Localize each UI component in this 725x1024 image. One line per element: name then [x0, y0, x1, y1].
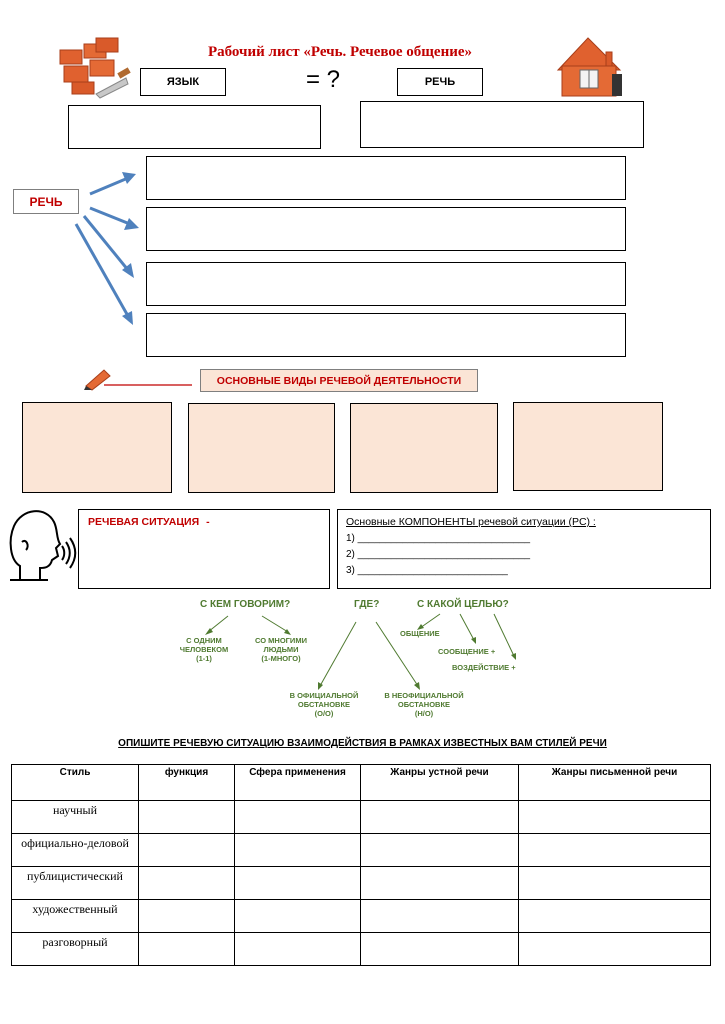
column-header-sphere: Сфера применения: [234, 764, 361, 801]
component-line-3: 3) ___________________________: [346, 565, 508, 576]
table-row: официально-деловой: [11, 833, 711, 867]
component-line-1: 1) _______________________________: [346, 533, 531, 544]
speech-feature-box-4[interactable]: [146, 313, 626, 357]
answer-cell[interactable]: [518, 899, 711, 933]
column-header-function: функция: [138, 764, 235, 801]
table-row: разговорный: [11, 932, 711, 966]
answer-cell[interactable]: [518, 932, 711, 966]
question-who: С КЕМ ГОВОРИМ?: [200, 599, 291, 610]
question-purpose: С КАКОЙ ЦЕЛЬЮ?: [417, 599, 509, 610]
column-header-oral-genres: Жанры устной речи: [360, 764, 519, 801]
table-row: художественный: [11, 899, 711, 933]
unofficial-line-2: ОБСТАНОВКЕ: [397, 700, 451, 709]
column-header-written-genres: Жанры письменной речи: [518, 764, 711, 801]
influence-node: ВОЗДЕЙСТВИЕ +: [452, 663, 516, 672]
style-name-cell: официально-деловой: [11, 833, 139, 867]
style-name-cell: публицистический: [11, 866, 139, 900]
many-people-node: СО МНОГИМИ ЛЮДЬМИ (1-МНОГО): [246, 636, 316, 663]
unofficial-node: В НЕОФИЦИАЛЬНОЙ ОБСТАНОВКЕ (Н/О): [374, 691, 474, 718]
house-icon: [556, 37, 622, 97]
language-answer-box[interactable]: [68, 105, 321, 149]
language-label: ЯЗЫК: [140, 68, 226, 96]
answer-cell[interactable]: [360, 932, 519, 966]
column-header-style: Стиль: [11, 764, 139, 801]
answer-cell[interactable]: [234, 800, 361, 834]
official-node: В ОФИЦИАЛЬНОЙ ОБСТАНОВКЕ (О/О): [282, 691, 366, 718]
activity-box-3[interactable]: [350, 403, 498, 493]
components-box[interactable]: [337, 509, 711, 589]
message-node: СООБЩЕНИЕ +: [438, 647, 496, 656]
component-line-2: 2) _______________________________: [346, 549, 531, 560]
style-name-cell: художественный: [11, 899, 139, 933]
many-people-line-1: СО МНОГИМИ: [255, 636, 307, 645]
unofficial-line-3: (Н/О): [414, 709, 434, 718]
speech-situation-text: РЕЧЕВАЯ СИТУАЦИЯ: [88, 516, 200, 528]
equals-question: = ?: [306, 66, 341, 93]
style-name-cell: научный: [11, 800, 139, 834]
answer-cell[interactable]: [138, 899, 235, 933]
official-line-3: (О/О): [314, 709, 334, 718]
table-row: публицистический: [11, 866, 711, 900]
components-title: Основные КОМПОНЕНТЫ речевой ситуации (РС…: [346, 516, 596, 528]
speech-feature-box-2[interactable]: [146, 207, 626, 251]
answer-cell[interactable]: [234, 932, 361, 966]
question-where: ГДЕ?: [354, 599, 380, 610]
answer-cell[interactable]: [360, 866, 519, 900]
many-people-line-2: ЛЮДЬМИ: [263, 645, 299, 654]
answer-cell[interactable]: [234, 899, 361, 933]
speech-label-top: РЕЧЬ: [397, 68, 483, 96]
pencil-icon: [84, 369, 192, 391]
table-row: научный: [11, 800, 711, 834]
official-line-2: ОБСТАНОВКЕ: [297, 700, 351, 709]
answer-cell[interactable]: [138, 866, 235, 900]
answer-cell[interactable]: [518, 800, 711, 834]
speech-situation-box[interactable]: [78, 509, 330, 589]
speech-arrows: [74, 172, 139, 325]
answer-cell[interactable]: [138, 932, 235, 966]
answer-cell[interactable]: [234, 866, 361, 900]
answer-cell[interactable]: [360, 833, 519, 867]
activity-types-banner: ОСНОВНЫЕ ВИДЫ РЕЧЕВОЙ ДЕЯТЕЛЬНОСТИ: [200, 369, 478, 392]
one-person-line-1: С ОДНИМ: [186, 636, 222, 645]
activity-box-1[interactable]: [22, 402, 172, 493]
speech-feature-box-1[interactable]: [146, 156, 626, 200]
activity-box-4[interactable]: [513, 402, 663, 491]
many-people-line-3: (1-МНОГО): [261, 654, 301, 663]
one-person-node: С ОДНИМ ЧЕЛОВЕКОМ (1-1): [172, 636, 236, 663]
communication-node: ОБЩЕНИЕ: [400, 629, 440, 638]
answer-cell[interactable]: [360, 899, 519, 933]
worksheet-title: Рабочий лист «Речь. Речевое общение»: [207, 44, 473, 60]
answer-cell[interactable]: [138, 800, 235, 834]
answer-cell[interactable]: [518, 866, 711, 900]
answer-cell[interactable]: [138, 833, 235, 867]
answer-cell[interactable]: [234, 833, 361, 867]
answer-cell[interactable]: [518, 833, 711, 867]
speech-feature-box-3[interactable]: [146, 262, 626, 306]
table-heading: ОПИШИТЕ РЕЧЕВУЮ СИТУАЦИЮ ВЗАИМОДЕЙСТВИЯ …: [118, 738, 607, 749]
speech-diagram-label: РЕЧЬ: [13, 189, 79, 214]
style-name-cell: разговорный: [11, 932, 139, 966]
answer-cell[interactable]: [360, 800, 519, 834]
unofficial-line-1: В НЕОФИЦИАЛЬНОЙ: [384, 691, 464, 700]
speech-answer-box[interactable]: [360, 101, 644, 148]
bricks-icon: [59, 37, 131, 99]
speech-styles-table: Стиль функция Сфера применения Жанры уст…: [11, 764, 711, 966]
activity-box-2[interactable]: [188, 403, 335, 493]
scheme-arrows: [205, 613, 516, 690]
speech-situation-label: РЕЧЕВАЯ СИТУАЦИЯ -: [88, 516, 210, 528]
one-person-line-2: ЧЕЛОВЕКОМ: [179, 645, 229, 654]
official-line-1: В ОФИЦИАЛЬНОЙ: [289, 691, 359, 700]
one-person-line-3: (1-1): [196, 654, 212, 663]
speaking-head-icon: [9, 510, 77, 581]
speech-situation-dash: -: [206, 516, 210, 528]
